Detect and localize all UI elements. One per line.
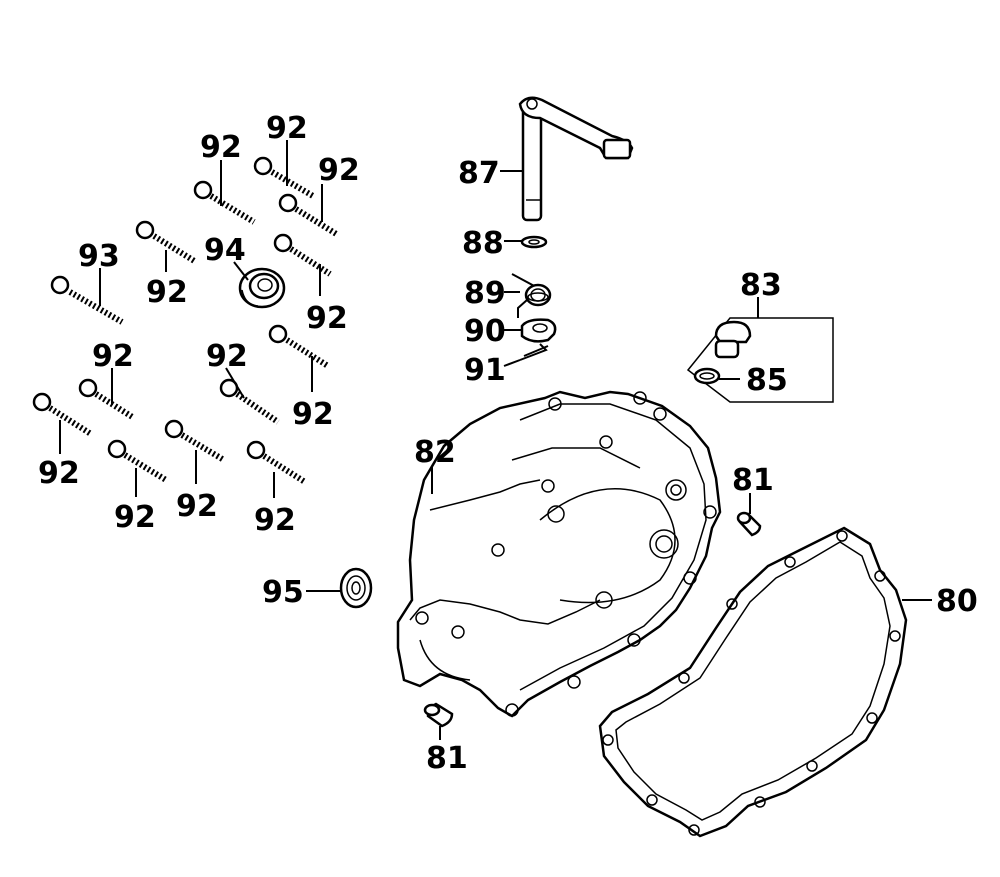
label-81-upper: 81 <box>732 463 774 498</box>
label-89: 89 <box>464 276 506 311</box>
bolt-92-i <box>32 392 93 437</box>
bolt-92-k <box>164 419 226 463</box>
label-92-left-mid: 92 <box>146 275 188 310</box>
clip-91 <box>519 343 549 361</box>
o-ring-85 <box>693 367 721 385</box>
bolt-93 <box>50 275 124 325</box>
bolt-92-a <box>193 180 256 225</box>
label-91: 91 <box>464 353 506 388</box>
label-88: 88 <box>462 226 504 261</box>
label-92-upper-right: 92 <box>318 153 360 188</box>
leader-lines <box>59 140 932 740</box>
dowel-pin-81-lower <box>423 702 454 728</box>
label-83: 83 <box>740 268 782 303</box>
gasket-80 <box>598 526 908 838</box>
label-87: 87 <box>458 156 500 191</box>
label-82: 82 <box>414 435 456 470</box>
dowel-pin-81-upper <box>736 511 762 537</box>
bolt-92-d <box>135 220 198 265</box>
bolt-92-g <box>78 378 136 421</box>
label-92-center: 92 <box>206 339 248 374</box>
bolt-92-f <box>268 324 330 369</box>
oil-seal-95 <box>339 567 373 609</box>
label-92-bottom-far-left: 92 <box>38 456 80 491</box>
bolt-92-l <box>246 440 307 485</box>
bolt-92-h <box>219 378 280 425</box>
label-92-center-left: 92 <box>92 339 134 374</box>
label-93: 93 <box>78 239 120 274</box>
label-92-bottom-right: 92 <box>254 503 296 538</box>
collar-90 <box>520 318 557 343</box>
label-92-bottom-center: 92 <box>176 489 218 524</box>
label-90: 90 <box>464 314 506 349</box>
label-80: 80 <box>936 584 978 619</box>
label-92-bottom-left: 92 <box>114 500 156 535</box>
bolt-92-j <box>107 439 168 483</box>
label-92-upper-left: 92 <box>200 130 242 165</box>
label-94: 94 <box>204 233 246 268</box>
label-92-right-mid: 92 <box>306 301 348 336</box>
washer-88 <box>520 235 548 249</box>
label-81-lower: 81 <box>426 741 468 776</box>
label-95: 95 <box>262 575 304 610</box>
bolt-92-c <box>278 193 340 238</box>
crankcase-cover-82 <box>396 390 722 718</box>
plug-assembly-83 <box>686 317 834 403</box>
oil-seal-94 <box>238 267 286 309</box>
shift-shaft-87 <box>518 96 634 222</box>
label-92-center-right: 92 <box>292 397 334 432</box>
bolt-92-e <box>273 233 332 277</box>
label-85: 85 <box>746 363 788 398</box>
bolt-92-b <box>253 156 315 199</box>
label-92-top: 92 <box>266 111 308 146</box>
spring-89 <box>511 273 552 318</box>
